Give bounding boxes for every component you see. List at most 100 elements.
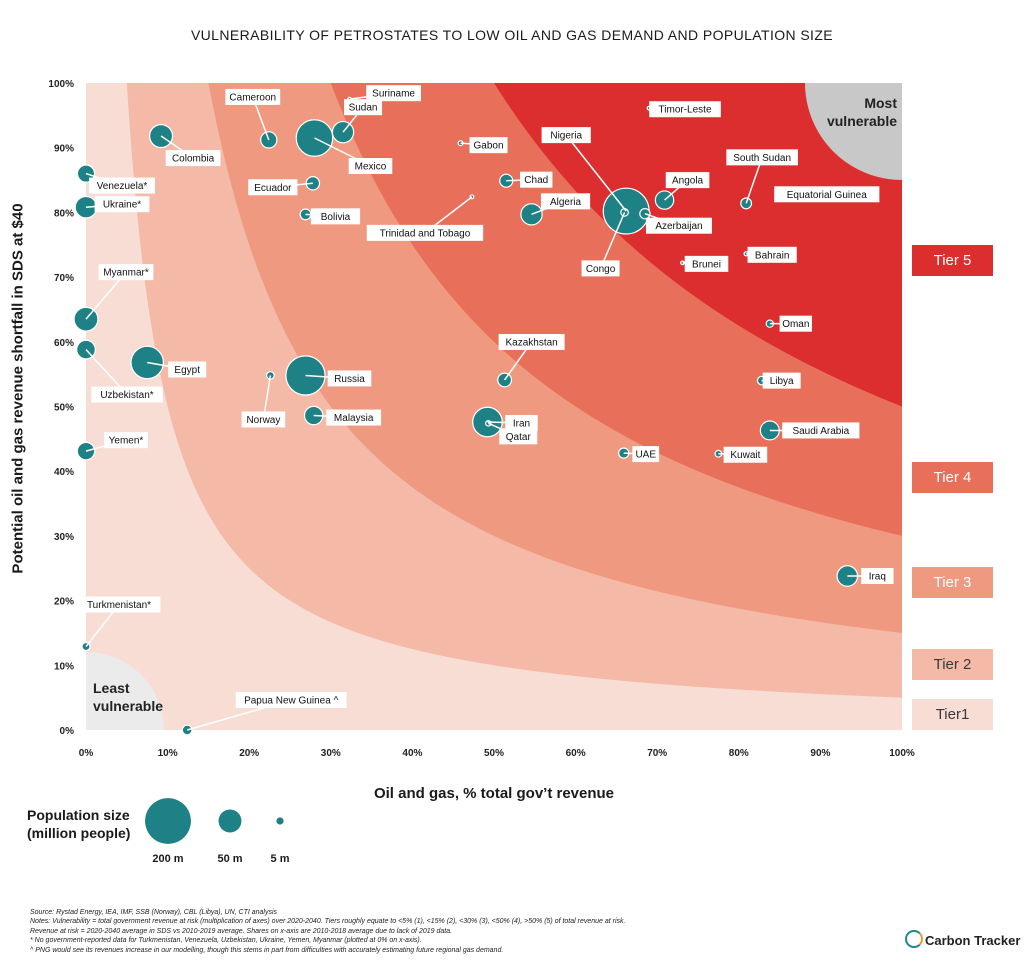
label-equatorial-guinea: Equatorial Guinea [787, 190, 867, 201]
label-box [248, 179, 298, 196]
tier-box-3: Tier 3 [912, 567, 993, 598]
least-vulnerable-label: Least [93, 680, 130, 696]
label-box [225, 88, 281, 105]
label-box [366, 224, 484, 241]
label-box [344, 99, 383, 116]
label-box [505, 415, 538, 432]
note-line: Notes: Vulnerability = total government … [30, 918, 626, 926]
label-sudan: Sudan [349, 103, 378, 114]
bubble-myanmar [73, 306, 99, 332]
logo-ring-icon [905, 930, 923, 948]
label-libya: Libya [770, 376, 794, 387]
label-malaysia: Malaysia [334, 413, 374, 424]
label-box [326, 409, 382, 426]
label-norway: Norway [246, 415, 280, 426]
label-iran: Iran [513, 419, 530, 430]
label-timor-leste: Timor-Leste [659, 105, 712, 116]
most-vulnerable-label: vulnerable [827, 113, 897, 129]
label-box [498, 333, 565, 350]
label-box [747, 246, 797, 263]
legend-bubble [218, 809, 242, 833]
label-venezuela: Venezuela* [97, 181, 148, 192]
y-tick-label: 20% [54, 597, 74, 608]
x-tick-label: 100% [889, 748, 915, 759]
label-qatar: Qatar [506, 432, 532, 443]
label-box [89, 177, 155, 194]
label-chad: Chad [524, 175, 548, 186]
x-axis-label: Oil and gas, % total gov’t revenue [373, 785, 615, 802]
label-box [723, 446, 768, 463]
bubble-egypt [130, 345, 165, 380]
label-box [649, 101, 721, 118]
y-tick-label: 100% [48, 79, 74, 90]
y-tick-label: 40% [54, 467, 74, 478]
label-box [94, 196, 150, 213]
y-tick-label: 50% [54, 403, 74, 414]
x-tick-label: 70% [647, 748, 667, 759]
x-tick-label: 10% [158, 748, 178, 759]
note-line: * No government-reported data for Turkme… [30, 937, 422, 945]
y-tick-label: 90% [54, 144, 74, 155]
tier-box-4: Tier 4 [912, 462, 993, 493]
label-kazakhstan: Kazakhstan [505, 337, 557, 348]
label-box [665, 172, 710, 189]
label-box [104, 432, 148, 449]
label-nigeria: Nigeria [550, 131, 582, 142]
least-vulnerable-corner [86, 652, 164, 730]
legend-title-line2: (million people) [27, 825, 131, 841]
label-iraq: Iraq [869, 572, 886, 583]
label-papua-new-guinea: Papua New Guinea ^ [244, 696, 339, 707]
label-box [684, 255, 729, 272]
footnotes: Source: Rystad Energy, IEA, IMF, SSB (No… [30, 908, 626, 955]
y-tick-label: 0% [60, 726, 75, 737]
label-turkmenistan: Turkmenistan* [87, 600, 151, 611]
label-algeria: Algeria [550, 197, 582, 208]
label-uae: UAE [635, 450, 656, 461]
label-box [726, 149, 798, 166]
label-box [235, 692, 347, 708]
label-box [241, 411, 286, 428]
label-brunei: Brunei [692, 259, 721, 270]
label-box [348, 157, 393, 174]
label-cameroon: Cameroon [229, 92, 276, 103]
tier-box-1: Tier1 [912, 699, 993, 730]
label-trinidad-and-tobago: Trinidad and Tobago [380, 228, 471, 239]
y-tick-label: 10% [54, 661, 74, 672]
label-box [782, 422, 860, 439]
leader-line [565, 134, 627, 212]
legend-label: 200 m [152, 853, 184, 865]
label-box [645, 217, 712, 234]
leader-line [599, 212, 626, 269]
most-vulnerable-label: Most [864, 95, 897, 111]
label-box [366, 85, 421, 102]
label-congo: Congo [586, 264, 616, 275]
legend-title: Population size (million people) [27, 806, 130, 842]
label-egypt: Egypt [174, 365, 200, 376]
label-box [540, 193, 591, 210]
legend-bubble [145, 798, 191, 844]
tier-box-2: Tier 2 [912, 649, 993, 680]
label-box [499, 428, 538, 445]
label-box [327, 370, 372, 387]
label-saudi-arabia: Saudi Arabia [792, 426, 849, 437]
x-tick-label: 30% [321, 748, 341, 759]
y-tick-label: 80% [54, 208, 74, 219]
label-bolivia: Bolivia [321, 212, 351, 223]
label-box [168, 361, 207, 378]
label-box [762, 372, 801, 389]
bubble-south-sudan [740, 197, 753, 210]
label-box [861, 568, 894, 585]
label-oman: Oman [782, 319, 809, 330]
note-line: ^ PNG would see its revenues increase in… [30, 946, 504, 954]
x-tick-label: 0% [79, 748, 94, 759]
label-gabon: Gabon [474, 141, 504, 152]
y-tick-label: 60% [54, 338, 74, 349]
legend-bubble [276, 817, 284, 825]
label-box [581, 260, 620, 277]
label-box [310, 208, 361, 225]
x-tick-label: 20% [239, 748, 259, 759]
brand-name: Carbon Tracker [925, 933, 1021, 948]
label-box [469, 137, 508, 154]
least-vulnerable-label: vulnerable [93, 698, 163, 714]
label-kuwait: Kuwait [730, 450, 760, 461]
